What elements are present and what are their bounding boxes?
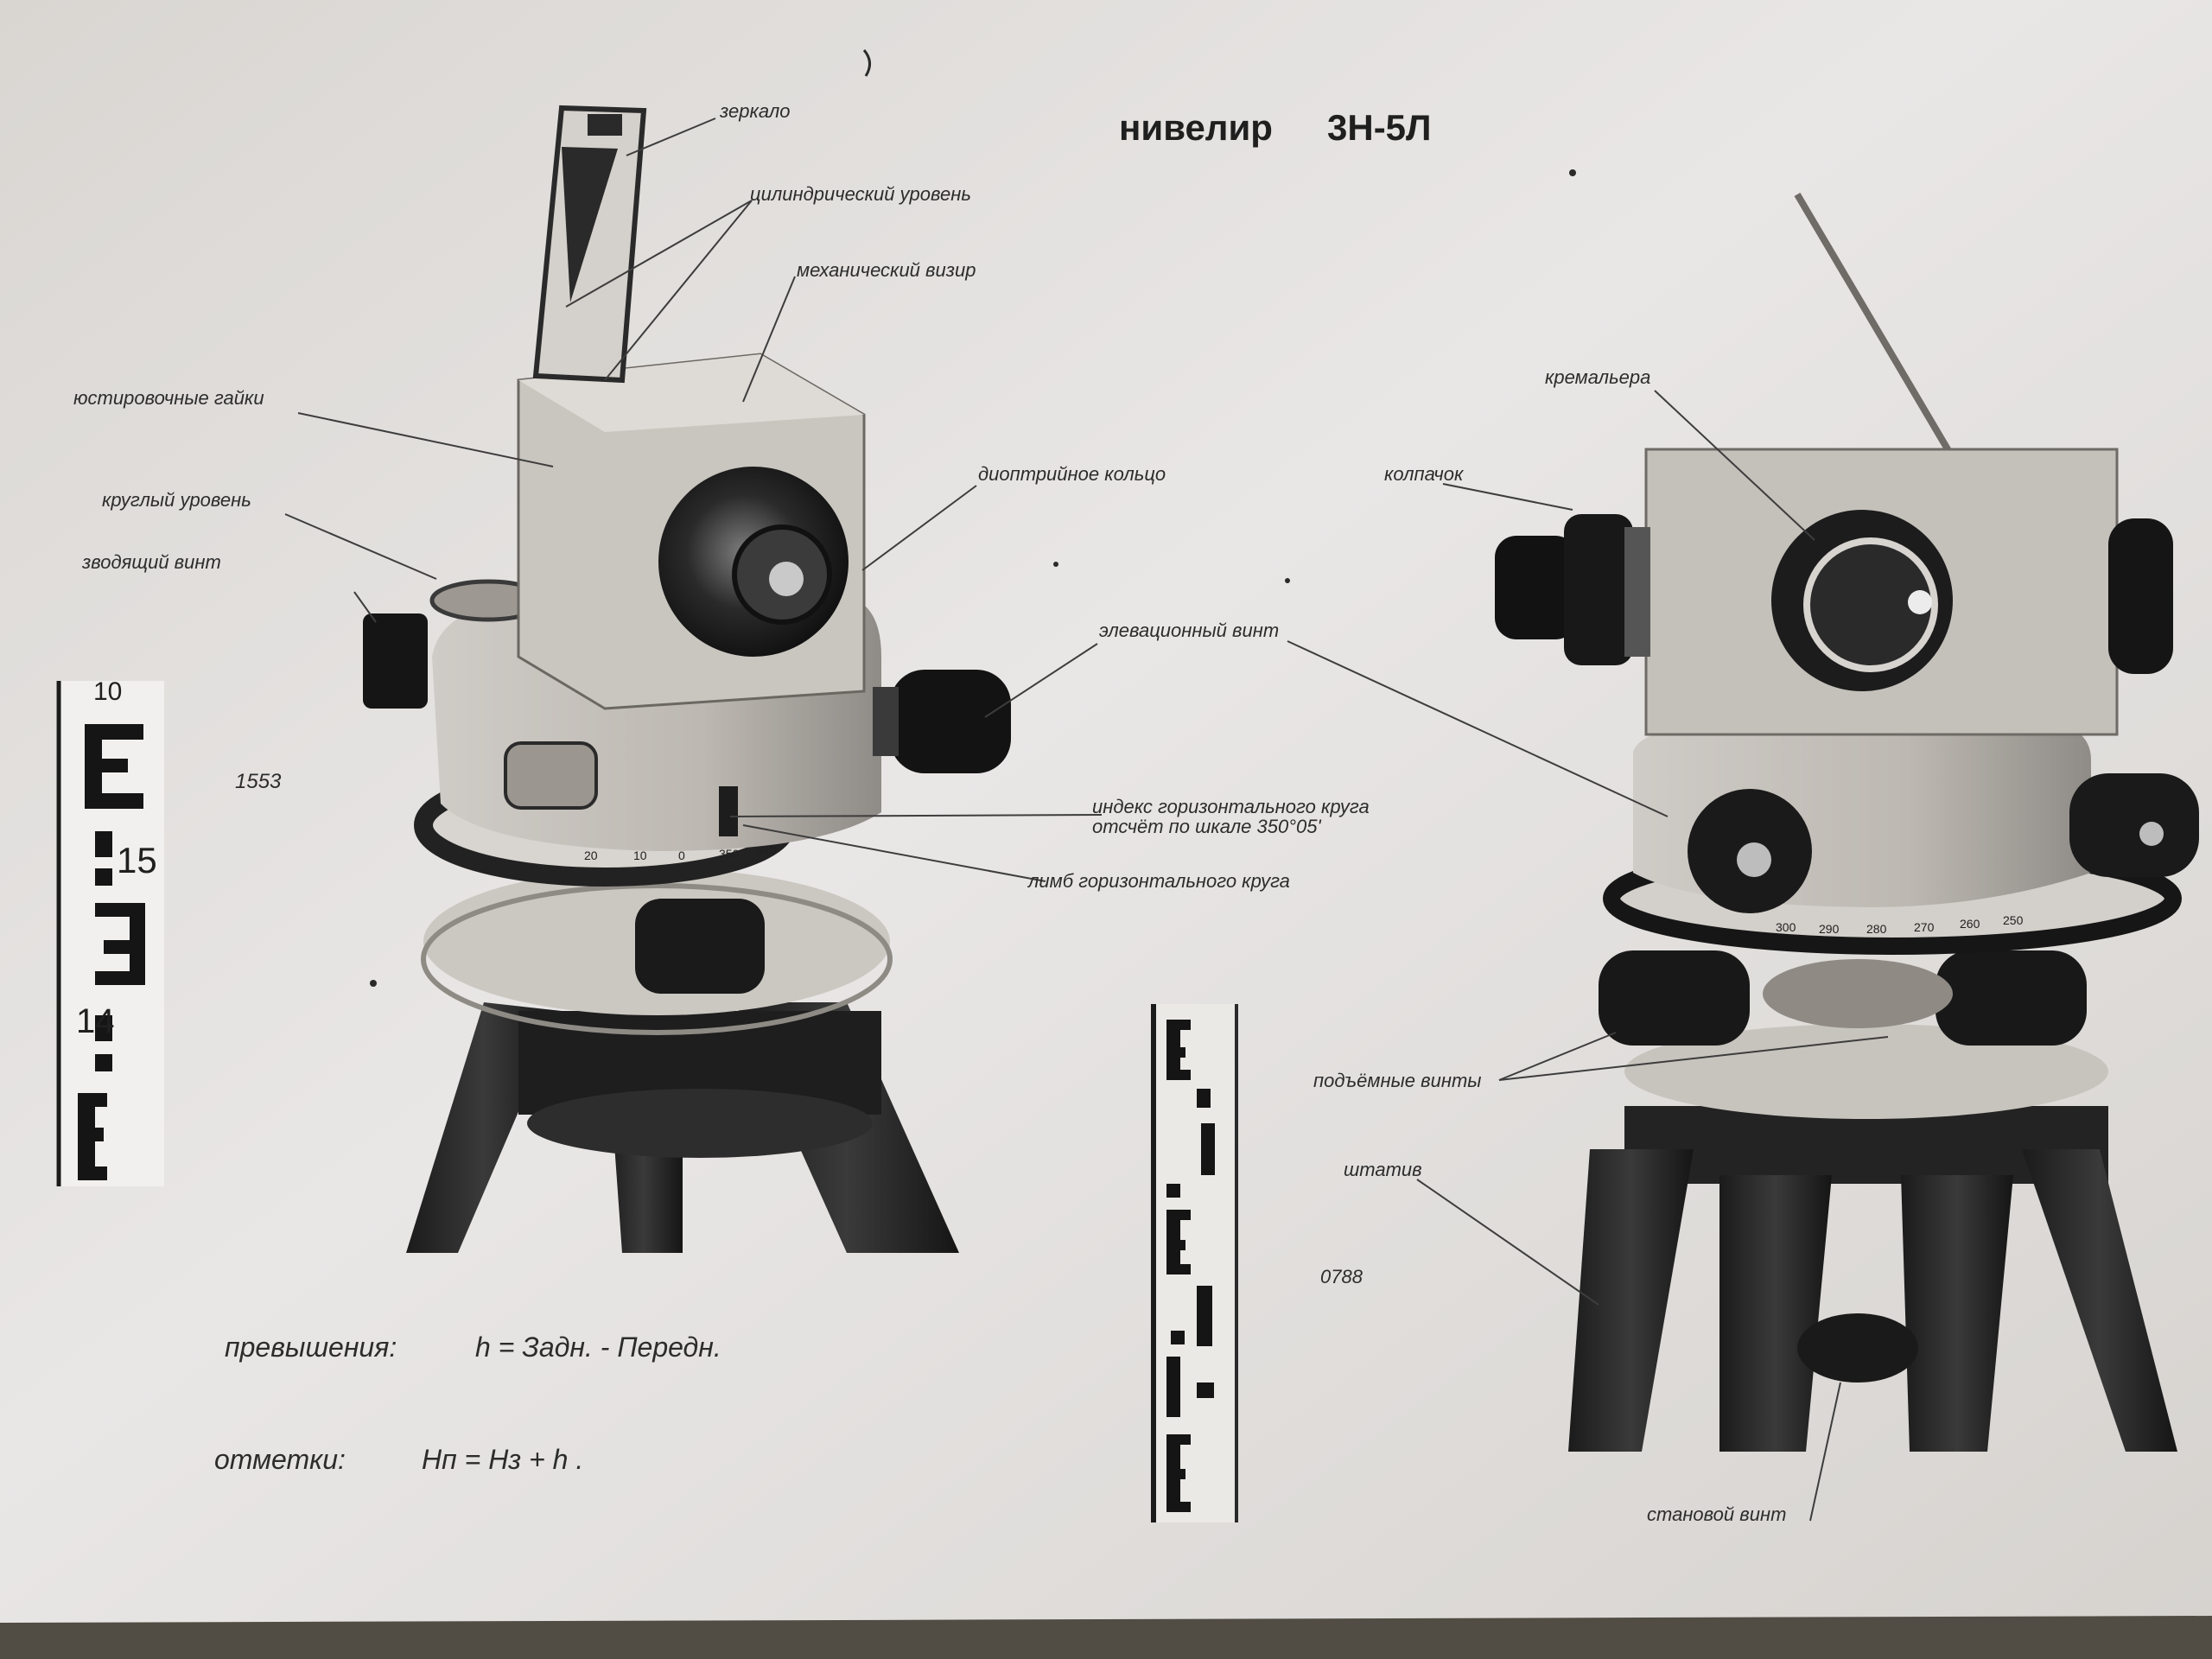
right-leveling-screw (1599, 950, 1750, 1046)
right-limb-ticks: 300 290 280 270 260 250 (1776, 913, 2024, 936)
label-scale-reading: отсчёт по шкале 350°05' (1092, 816, 1321, 837)
limb-tick: 270 (1914, 920, 1935, 934)
limb-tick: 0 (678, 849, 685, 862)
staff-mark: 14 (76, 1002, 115, 1040)
paper-specks (370, 49, 1576, 987)
limb-tick: 290 (1819, 922, 1840, 936)
label-elevation-screw: элевационный винт (1099, 620, 1279, 641)
label-leveling-screws: подъёмные винты (1313, 1070, 1481, 1091)
label-diopter-ring: диоптрийное кольцо (978, 463, 1166, 485)
left-level-instrument-photo: 20 10 0 350 340 (363, 105, 1011, 1253)
label-horizontal-index: индекс горизонтального круга (1092, 796, 1370, 817)
label-pointing-screw: зводящий винт (81, 551, 221, 573)
right-base-plate (1624, 1024, 2108, 1119)
formula-elevation-label: превышения: (225, 1332, 397, 1363)
label-tripod: штатив (1344, 1159, 1422, 1180)
left-foot-screw (635, 899, 765, 994)
label-circular-level: круглый уровень (102, 489, 251, 511)
formula-marks-expression: Нп = Нз + h . (422, 1444, 583, 1475)
left-level-staff: 10 15 14 (56, 677, 164, 1186)
left-pointing-screw (363, 613, 428, 709)
label-cylindrical-level: цилиндрический уровень (750, 183, 971, 205)
left-staff-reading: 1553 (235, 770, 282, 793)
label-horizontal-limb: лимб горизонтального круга (1027, 870, 1290, 892)
limb-tick: 10 (633, 849, 647, 862)
right-eyepiece-cap (1495, 536, 1577, 639)
limb-tick: 20 (584, 849, 598, 862)
limb-tick: 260 (1960, 917, 1980, 931)
formula-elevation-expression: h = Задн. - Передн. (475, 1332, 721, 1363)
formula-marks-label: отметки: (214, 1444, 346, 1475)
label-mechanical-sight: механический визир (797, 259, 976, 281)
limb-tick: 250 (2003, 913, 2024, 927)
right-level-instrument-photo: 300 290 280 270 260 250 (1495, 192, 2199, 1452)
staff-mark: 15 (117, 840, 157, 880)
label-mirror: зеркало (719, 100, 790, 122)
staff-mark: 10 (93, 677, 122, 706)
limb-tick: 280 (1866, 922, 1887, 936)
leader-lines (284, 118, 1889, 1522)
diagram-title: нивелир (1119, 107, 1273, 148)
left-limb-ticks: 20 10 0 350 340 (584, 842, 777, 862)
left-elevation-screw (890, 670, 1011, 773)
right-leveling-screw (1936, 950, 2087, 1046)
middle-level-staff (1151, 1004, 1238, 1522)
formulas: превышения: h = Задн. - Передн. отметки:… (214, 1332, 721, 1475)
limb-tick: 300 (1776, 920, 1796, 934)
middle-staff-reading: 0788 (1320, 1266, 1363, 1287)
right-tripod (1568, 1106, 2177, 1452)
limb-tick: 350 (719, 847, 740, 861)
right-side-screw (2069, 773, 2199, 877)
label-mounting-screw: становой винт (1647, 1503, 1786, 1525)
left-horizontal-index (719, 786, 738, 836)
label-focusing-rack: кремальера (1545, 366, 1650, 388)
callout-labels: зеркало цилиндрический уровень механичес… (73, 100, 1786, 1525)
label-adjusting-nuts: юстировочные гайки (73, 387, 264, 409)
label-cap: колпачок (1384, 463, 1465, 485)
left-mirror (532, 105, 647, 384)
diagram-model: 3Н-5Л (1327, 107, 1432, 148)
